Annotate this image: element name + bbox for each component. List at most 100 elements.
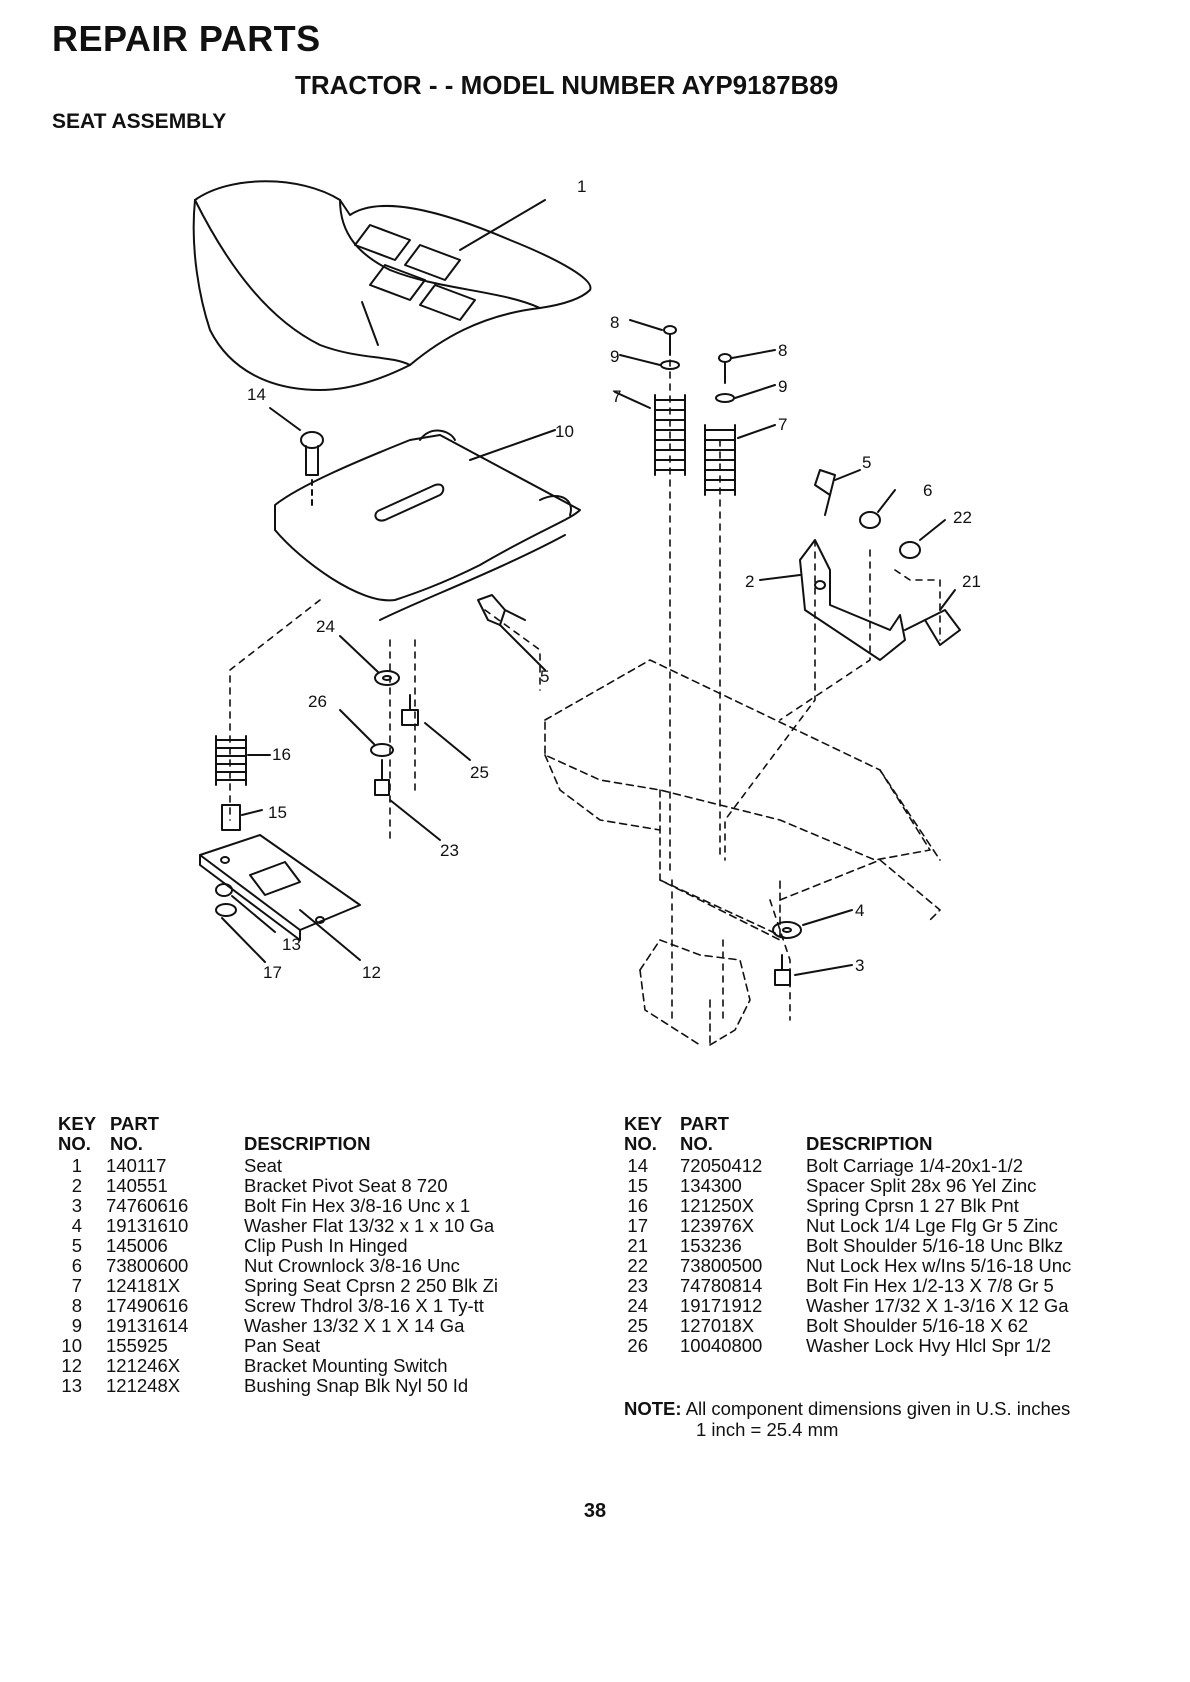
table-row: 13 121248X Bushing Snap Blk Nyl 50 Id	[58, 1376, 558, 1396]
callout-label: 14	[247, 385, 266, 404]
part-description: Spring Cprsn 1 27 Blk Pnt	[806, 1195, 1019, 1216]
key-number: 13	[61, 1375, 82, 1396]
callout-label: 21	[962, 572, 981, 591]
dimension-note: NOTE: All component dimensions given in …	[624, 1398, 1070, 1440]
callout-label: 2	[745, 572, 754, 591]
part-number: 121248X	[106, 1375, 181, 1396]
seat-assembly-diagram: 1 8 9 7 8 9 7 14 10 5 6 22 21 2 24 5 26 …	[192, 177, 981, 1046]
callout-label: 1	[577, 177, 586, 196]
part-description: Screw Thdrol 3/8-16 X 1 Ty-tt	[244, 1295, 484, 1316]
key-number: 21	[627, 1235, 648, 1256]
part-description: Washer Flat 13/32 x 1 x 10 Ga	[244, 1215, 495, 1236]
key-number: 22	[627, 1255, 648, 1276]
key-number: 25	[627, 1315, 648, 1336]
callout-label: 25	[470, 763, 489, 782]
part-number: 124181X	[106, 1275, 181, 1296]
callout-label: 16	[272, 745, 291, 764]
callout-label: 13	[282, 935, 301, 954]
part-description: Bolt Carriage 1/4-20x1-1/2	[806, 1155, 1023, 1176]
key-number: 16	[627, 1195, 648, 1216]
part-description: Bolt Shoulder 5/16-18 Unc Blkz	[806, 1235, 1064, 1256]
key-number: 12	[61, 1355, 82, 1376]
key-number: 23	[627, 1275, 648, 1296]
part-number: 17490616	[106, 1295, 189, 1316]
part-description: Nut Crownlock 3/8-16 Unc	[244, 1255, 460, 1276]
table-header: KEY PART NO. NO. DESCRIPTION	[624, 1113, 933, 1154]
lower-hardware-illustration	[339, 635, 471, 841]
callout-label: 9	[610, 347, 619, 366]
frame-hardware-illustration	[772, 909, 853, 986]
part-number: 10040800	[680, 1335, 763, 1356]
model-subtitle: TRACTOR - - MODEL NUMBER AYP9187B89	[295, 70, 839, 100]
part-description: Bracket Mounting Switch	[244, 1355, 448, 1376]
part-description: Nut Lock 1/4 Lge Flg Gr 5 Zinc	[806, 1215, 1058, 1236]
pan-seat-illustration	[274, 429, 581, 621]
callout-label: 7	[612, 387, 621, 406]
table-header: KEY PART NO. NO. DESCRIPTION	[58, 1113, 371, 1154]
key-number: 9	[71, 1315, 82, 1336]
part-number: 19171912	[680, 1295, 763, 1316]
table-row: 5 145006 Clip Push In Hinged	[58, 1236, 558, 1256]
part-description: Washer 13/32 X 1 X 14 Ga	[244, 1315, 465, 1336]
key-number: 1	[71, 1155, 82, 1176]
key-number: 7	[71, 1275, 82, 1296]
part-number: 123976X	[680, 1215, 755, 1236]
seat-illustration	[192, 180, 592, 391]
part-description: Pan Seat	[244, 1335, 321, 1356]
clip-illustration	[477, 594, 546, 671]
callout-labels: 1 8 9 7 8 9 7 14 10 5 6 22 21 2 24 5 26 …	[247, 177, 981, 982]
key-number: 6	[71, 1255, 82, 1276]
section-title: SEAT ASSEMBLY	[52, 110, 227, 133]
pivot-bracket-illustration	[759, 469, 961, 661]
table-row: 26 10040800 Washer Lock Hvy Hlcl Spr 1/2	[624, 1336, 1144, 1356]
part-number: 140551	[106, 1175, 168, 1196]
part-number: 155925	[106, 1335, 168, 1356]
key-number: 26	[627, 1335, 648, 1356]
callout-label: 15	[268, 803, 287, 822]
switch-bracket-illustration	[199, 834, 361, 963]
part-description: Bolt Fin Hex 1/2-13 X 7/8 Gr 5	[806, 1275, 1054, 1296]
part-description: Washer Lock Hvy Hlcl Spr 1/2	[806, 1335, 1052, 1356]
callout-label: 4	[855, 901, 864, 920]
part-description: Bolt Fin Hex 3/8-16 Unc x 1	[244, 1195, 471, 1216]
callout-label: 7	[778, 415, 787, 434]
callout-label: 5	[862, 453, 871, 472]
part-number: 145006	[106, 1235, 168, 1256]
key-number: 17	[627, 1215, 648, 1236]
table-row: 7 124181X Spring Seat Cprsn 2 250 Blk Zi	[58, 1276, 558, 1296]
part-number: 121246X	[106, 1355, 181, 1376]
key-number: 2	[71, 1175, 82, 1196]
page-number: 38	[583, 1500, 607, 1522]
part-description: Seat	[244, 1155, 283, 1176]
callout-label: 24	[316, 617, 335, 636]
part-description: Clip Push In Hinged	[244, 1235, 408, 1256]
part-description: Washer 17/32 X 1-3/16 X 12 Ga	[806, 1295, 1069, 1316]
part-number: 121250X	[680, 1195, 755, 1216]
part-description: Spring Seat Cprsn 2 250 Blk Zi	[244, 1275, 498, 1296]
callout-label: 12	[362, 963, 381, 982]
key-number: 5	[71, 1235, 82, 1256]
part-number: 19131614	[106, 1315, 189, 1336]
screw-washer-illustration	[614, 319, 776, 439]
note-line-2: 1 inch = 25.4 mm	[696, 1419, 839, 1440]
carriage-bolt-illustration	[269, 407, 324, 511]
part-description: Nut Lock Hex w/Ins 5/16-18 Unc	[806, 1255, 1072, 1276]
key-number: 14	[627, 1155, 648, 1176]
part-description: Bolt Shoulder 5/16-18 X 62	[806, 1315, 1029, 1336]
callout-label: 3	[855, 956, 864, 975]
part-description: Bushing Snap Blk Nyl 50 Id	[244, 1375, 469, 1396]
lower-spring-illustration	[215, 735, 271, 831]
